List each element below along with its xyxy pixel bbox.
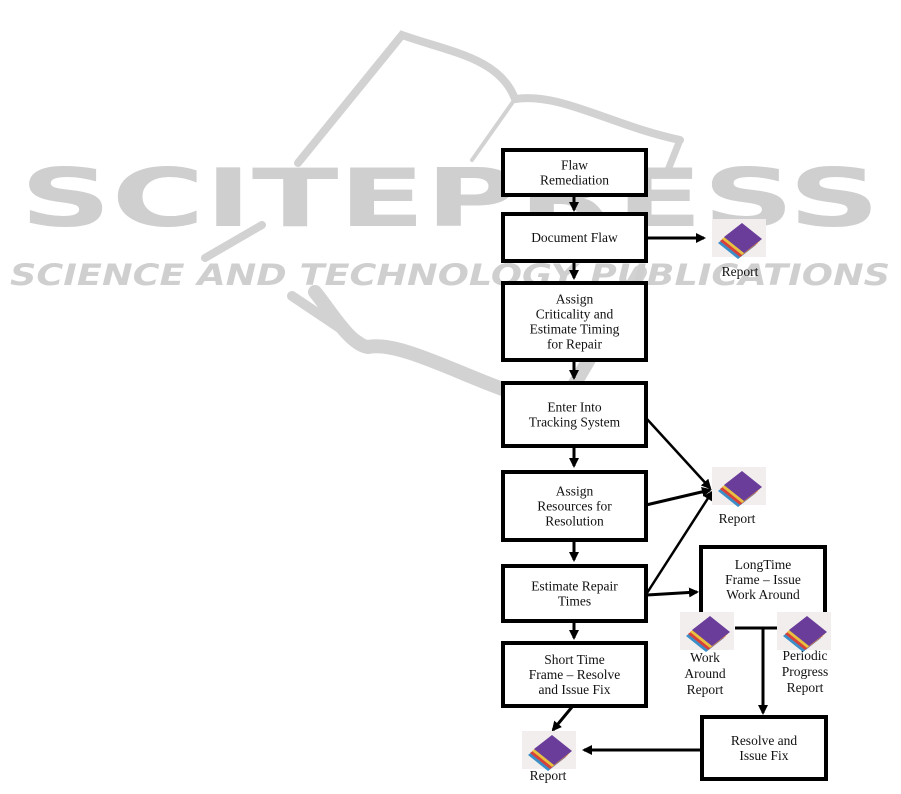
node-label-line: Estimate Repair xyxy=(531,579,618,594)
report-icons: ReportReportWorkAroundReportPeriodicProg… xyxy=(522,219,831,783)
node-label-line: Assign xyxy=(556,292,594,307)
report-document: Report xyxy=(712,219,766,279)
report-label-line: Report xyxy=(787,680,824,695)
node-box xyxy=(501,641,648,708)
node-label-line: Criticality and xyxy=(536,307,614,322)
node-box xyxy=(501,470,648,542)
node-label-line: Frame – Resolve xyxy=(529,667,620,682)
node-document-flaw: Document Flaw xyxy=(501,212,648,263)
node-label-line: Document Flaw xyxy=(531,230,618,245)
report-folder-icon xyxy=(680,612,734,652)
report-folder-icon xyxy=(522,731,576,771)
edge-resources-to-report xyxy=(645,486,712,507)
report-tracking: Report xyxy=(712,467,766,526)
report-label-line: Report xyxy=(722,264,759,279)
node-label-line: Estimate Timing xyxy=(530,322,620,337)
node-label-line: LongTime xyxy=(735,557,792,572)
watermark-tagline: SCIENCE AND TECHNOLOGY PUBLICATIONS xyxy=(10,258,890,292)
edge-tracking-to-report xyxy=(645,417,712,490)
report-label-line: Progress xyxy=(782,664,829,679)
report-label-line: Report xyxy=(687,682,724,697)
node-label-line: Flaw xyxy=(561,158,588,173)
node-label-line: Resolution xyxy=(545,514,604,529)
node-box xyxy=(501,381,648,448)
node-label-line: Enter Into xyxy=(547,400,602,415)
node-label-line: Remediation xyxy=(540,173,609,188)
edge-estimate-to-longtime xyxy=(646,587,699,598)
node-label-line: and Issue Fix xyxy=(539,682,611,697)
report-label-line: Periodic xyxy=(783,648,828,663)
node-label-line: Short Time xyxy=(544,652,604,667)
node-box xyxy=(501,148,648,197)
node-label-line: Tracking System xyxy=(529,415,621,430)
node-label-line: Issue Fix xyxy=(739,748,788,763)
node-label-line: for Repair xyxy=(547,337,603,352)
node-label-line: Times xyxy=(558,594,591,609)
edges xyxy=(551,196,779,755)
node-label-line: Assign xyxy=(556,484,594,499)
report-label-line: Work xyxy=(690,650,720,665)
node-label-line: Work Around xyxy=(726,587,800,602)
edge-shorttime-to-report xyxy=(551,706,574,732)
report-label-line: Report xyxy=(719,511,756,526)
node-label-line: Resolve and xyxy=(731,733,798,748)
report-folder-icon xyxy=(712,219,766,259)
node-box xyxy=(501,281,648,362)
report-final: Report xyxy=(522,731,576,783)
node-box xyxy=(501,564,648,623)
node-box xyxy=(501,212,648,263)
node-box xyxy=(700,715,828,781)
edge-estimate-to-report xyxy=(645,490,714,594)
report-label-line: Report xyxy=(530,768,567,783)
node-label-line: Resources for xyxy=(537,499,612,514)
report-label-line: Around xyxy=(684,666,725,681)
node-label-line: Frame – Issue xyxy=(725,572,801,587)
report-folder-icon xyxy=(777,612,831,652)
node-box xyxy=(699,545,827,624)
report-folder-icon xyxy=(712,467,766,507)
